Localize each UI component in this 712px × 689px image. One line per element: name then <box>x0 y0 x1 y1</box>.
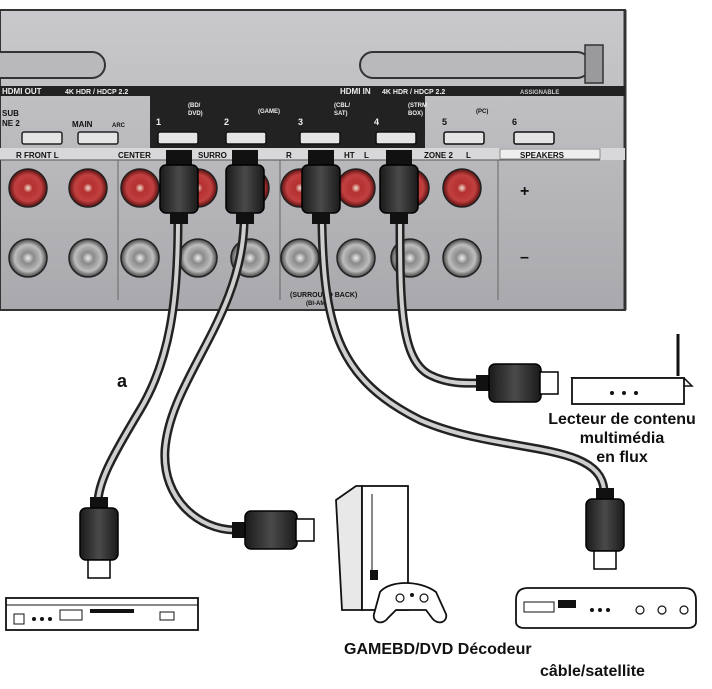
hdmi-out-spec: 4K HDR / HDCP 2.2 <box>65 89 128 96</box>
game-console-device <box>335 485 448 624</box>
speakers-label: SPEAKERS <box>520 151 565 160</box>
receiver-back-panel: HDMI OUT 4K HDR / HDCP 2.2 HDMI IN 4K HD… <box>0 0 712 311</box>
hdmi-in-port-2 <box>225 131 267 145</box>
r-label: R <box>286 151 292 160</box>
plugs-device-side <box>79 363 625 579</box>
center-label: CENTER <box>118 151 151 160</box>
streaming-label-line1: Lecteur de contenu <box>548 411 696 428</box>
bi-amp-label: (BI-AMP) <box>306 301 331 307</box>
cable-satellite-decoder-device <box>515 587 697 629</box>
zone2-label: ZONE 2 <box>424 151 453 160</box>
streaming-label: Lecteur de contenu multimédia en flux <box>534 410 710 467</box>
zone2-small-label: NE 2 <box>2 119 20 128</box>
port-source-2: BOX) <box>408 111 423 117</box>
assignable-label: ASSIGNABLE <box>520 90 559 96</box>
hdmi-in-port-6 <box>513 131 555 145</box>
streaming-box-device <box>570 334 694 405</box>
port-number: 6 <box>512 117 517 127</box>
port-number: 1 <box>156 117 161 127</box>
plugs-receiver-side <box>159 150 419 224</box>
port-source: (PC) <box>476 109 488 115</box>
hdmi-cables <box>93 215 609 535</box>
main-label: MAIN <box>72 120 93 129</box>
hdmi-in-spec: 4K HDR / HDCP 2.2 <box>382 89 445 96</box>
gamepad-icon <box>372 582 448 624</box>
hdmi-in-port-5 <box>443 131 485 145</box>
surround-label: SURRO <box>198 151 227 160</box>
hdmi-in-label: HDMI IN <box>340 87 371 96</box>
hdmi-out-sub-port <box>21 131 63 145</box>
hdmi-in-port-3 <box>299 131 341 145</box>
sub-label: SUB <box>2 109 19 118</box>
port-source-2: SAT) <box>334 111 348 117</box>
port-source: (BD/ <box>188 103 201 109</box>
hdmi-in-port-4 <box>375 131 417 145</box>
port-source: (CBL/ <box>334 103 350 109</box>
cable-satellite-label: câble/satellite <box>540 663 645 680</box>
streaming-label-line2: multimédia <box>579 430 665 447</box>
ht-label: HT <box>344 151 355 160</box>
l2-label: L <box>466 151 471 160</box>
front-label: R FRONT L <box>16 151 59 160</box>
hdmi-in-port-labels: 1 (BD/ DVD) 2 (GAME) 3 (CBL/ SAT) 4 (STR… <box>156 103 517 127</box>
port-number: 5 <box>442 117 447 127</box>
port-source: (GAME) <box>258 109 280 115</box>
port-number: 3 <box>298 117 303 127</box>
plus-label: + <box>520 183 529 200</box>
streaming-label-line3: en flux <box>596 449 648 466</box>
port-source: (STRM <box>408 103 427 109</box>
bd-dvd-player-device <box>5 597 199 631</box>
port-source-2: DVD) <box>188 111 203 117</box>
l-label: L <box>364 151 369 160</box>
arc-label: ARC <box>112 123 126 129</box>
hdmi-in-port-1 <box>157 131 199 145</box>
hdmi-out-label: HDMI OUT <box>2 87 42 96</box>
port-number: 2 <box>224 117 229 127</box>
port-number: 4 <box>374 117 379 127</box>
minus-label: – <box>520 249 529 266</box>
hdmi-out-main-port <box>77 131 119 145</box>
cable-label-a: a <box>117 371 128 391</box>
game-bd-dvd-label: GAMEBD/DVD Décodeur <box>344 641 532 658</box>
